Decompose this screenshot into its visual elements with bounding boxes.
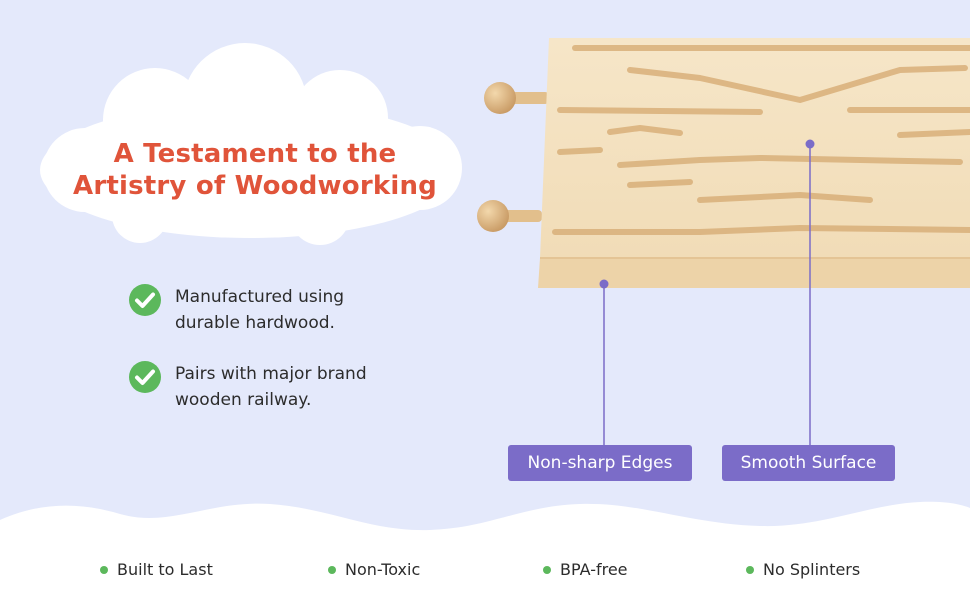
- badge-label: Built to Last: [117, 560, 213, 579]
- check-circle-icon: [129, 284, 161, 316]
- headline: A Testament to the Artistry of Woodworki…: [55, 138, 455, 202]
- feature-item: Pairs with major brand wooden railway.: [128, 360, 415, 413]
- callout-leader-edges: [599, 279, 609, 445]
- callout-smooth-surface: Smooth Surface: [722, 445, 895, 481]
- feature-line: Pairs with major brand: [175, 364, 367, 384]
- badge-label: No Splinters: [763, 560, 861, 579]
- badge-label: BPA-free: [560, 560, 628, 579]
- badge: No Splinters: [746, 560, 860, 579]
- feature-text: Pairs with major brand wooden railway.: [175, 360, 415, 413]
- badge: Built to Last: [100, 560, 213, 579]
- bullet-dot-icon: [100, 565, 108, 574]
- badge: Non-Toxic: [328, 560, 420, 579]
- badges-row: Built to Last Non-Toxic BPA-free No Spli…: [0, 560, 970, 584]
- badge-label: Non-Toxic: [345, 560, 421, 579]
- bullet-dot-icon: [328, 565, 336, 574]
- headline-line-1: A Testament to the: [113, 139, 397, 169]
- callout-non-sharp-edges: Non-sharp Edges: [508, 445, 692, 481]
- bottom-wave-band: [0, 501, 970, 600]
- badge: BPA-free: [543, 560, 628, 579]
- feature-line: wooden railway.: [175, 390, 312, 410]
- bullet-dot-icon: [543, 565, 551, 574]
- connector-peg: [484, 82, 549, 114]
- bullet-dot-icon: [746, 565, 754, 574]
- connector-peg: [477, 200, 542, 232]
- feature-text: Manufactured using durable hardwood.: [175, 283, 415, 336]
- check-circle-icon: [129, 361, 161, 393]
- feature-line: durable hardwood.: [175, 313, 335, 333]
- headline-line-2: Artistry of Woodworking: [73, 171, 437, 201]
- callout-leader-surface: [805, 139, 815, 445]
- feature-line: Manufactured using: [175, 287, 345, 307]
- feature-item: Manufactured using durable hardwood.: [128, 283, 415, 336]
- cloud-shape: [40, 43, 462, 245]
